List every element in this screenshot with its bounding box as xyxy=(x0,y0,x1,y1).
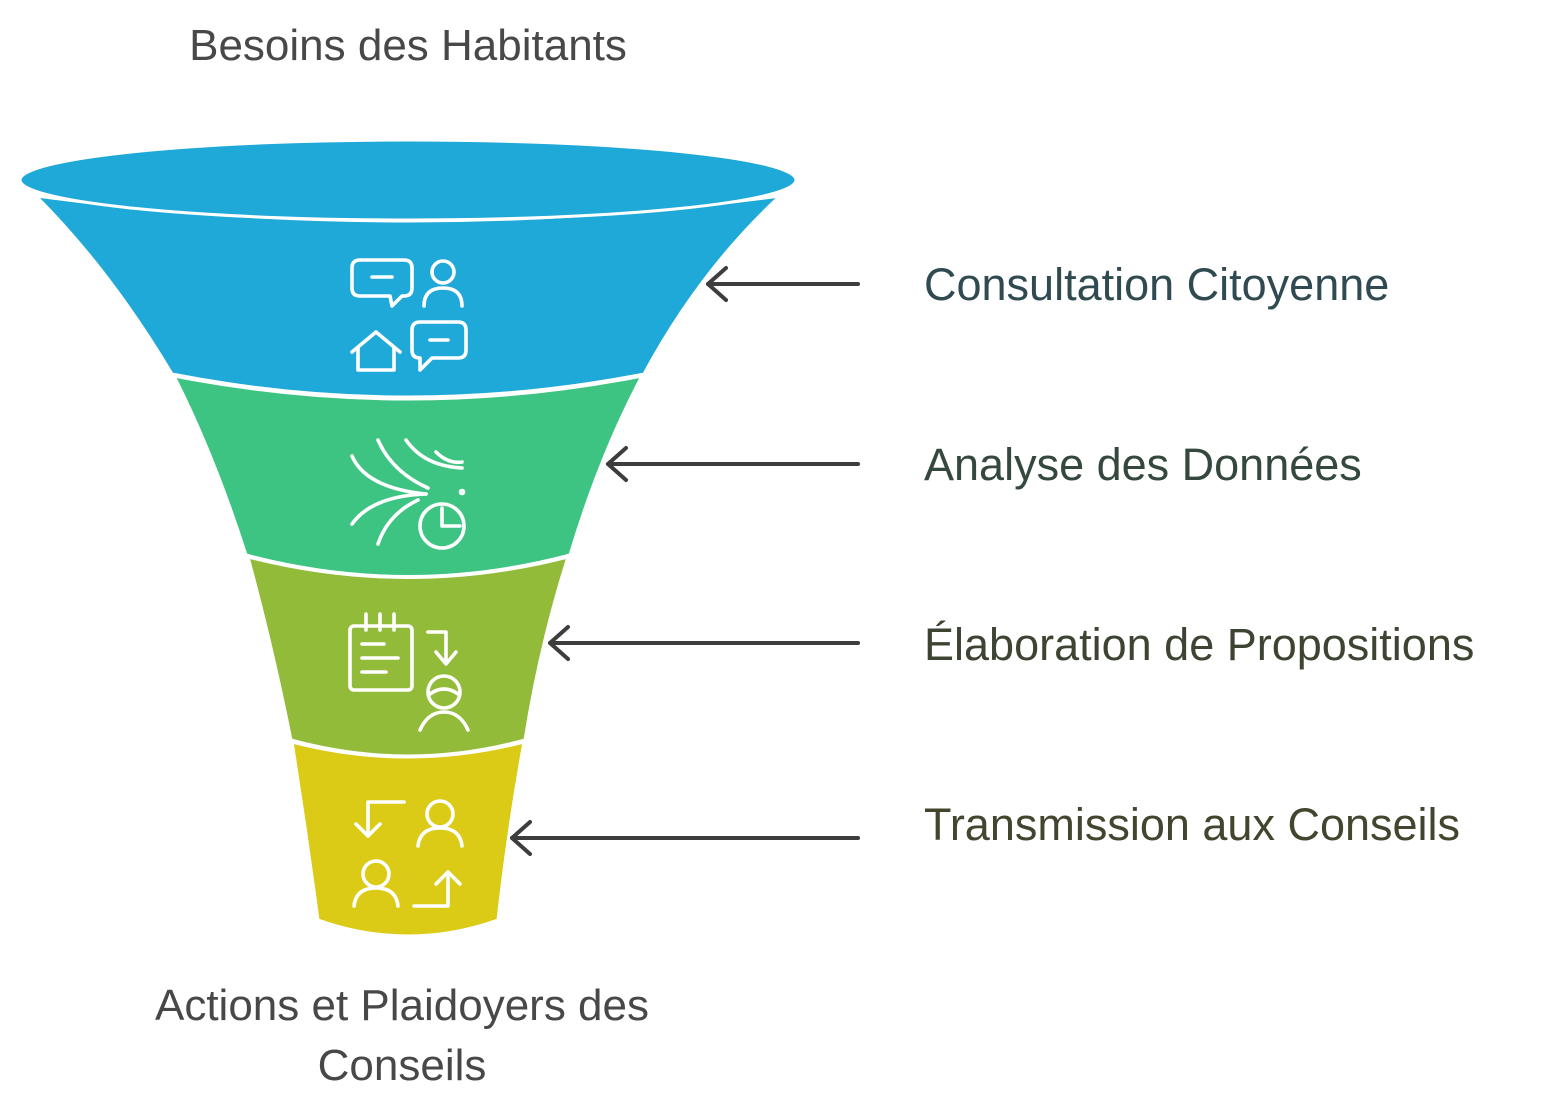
stage-1-label: Consultation Citoyenne xyxy=(924,259,1389,310)
data-analysis-icon xyxy=(350,438,466,550)
proposal-document-icon xyxy=(348,612,470,732)
funnel-bottom-label-line2: Conseils xyxy=(318,1041,487,1090)
stage-4-arrow xyxy=(510,820,860,856)
funnel-top-rim xyxy=(18,138,798,222)
funnel-stage-3-body xyxy=(245,554,571,758)
transmission-exchange-icon xyxy=(352,799,464,908)
stage-3-arrow xyxy=(548,625,860,661)
stage-4-label: Transmission aux Conseils xyxy=(924,799,1460,850)
stage-1-arrow xyxy=(706,266,860,302)
consultation-icon xyxy=(350,258,468,372)
funnel-bottom-label-line1: Actions et Plaidoyers des xyxy=(155,981,649,1030)
stage-3-label: Élaboration de Propositions xyxy=(924,619,1474,670)
funnel-stage-3 xyxy=(245,554,571,758)
funnel-stage-1 xyxy=(18,138,798,399)
stage-2-label: Analyse des Données xyxy=(924,439,1362,490)
stage-2-arrow xyxy=(606,446,860,482)
funnel-top-label: Besoins des Habitants xyxy=(189,21,627,70)
funnel-stage-4 xyxy=(290,739,526,938)
funnel-stage-4-body xyxy=(290,739,526,938)
